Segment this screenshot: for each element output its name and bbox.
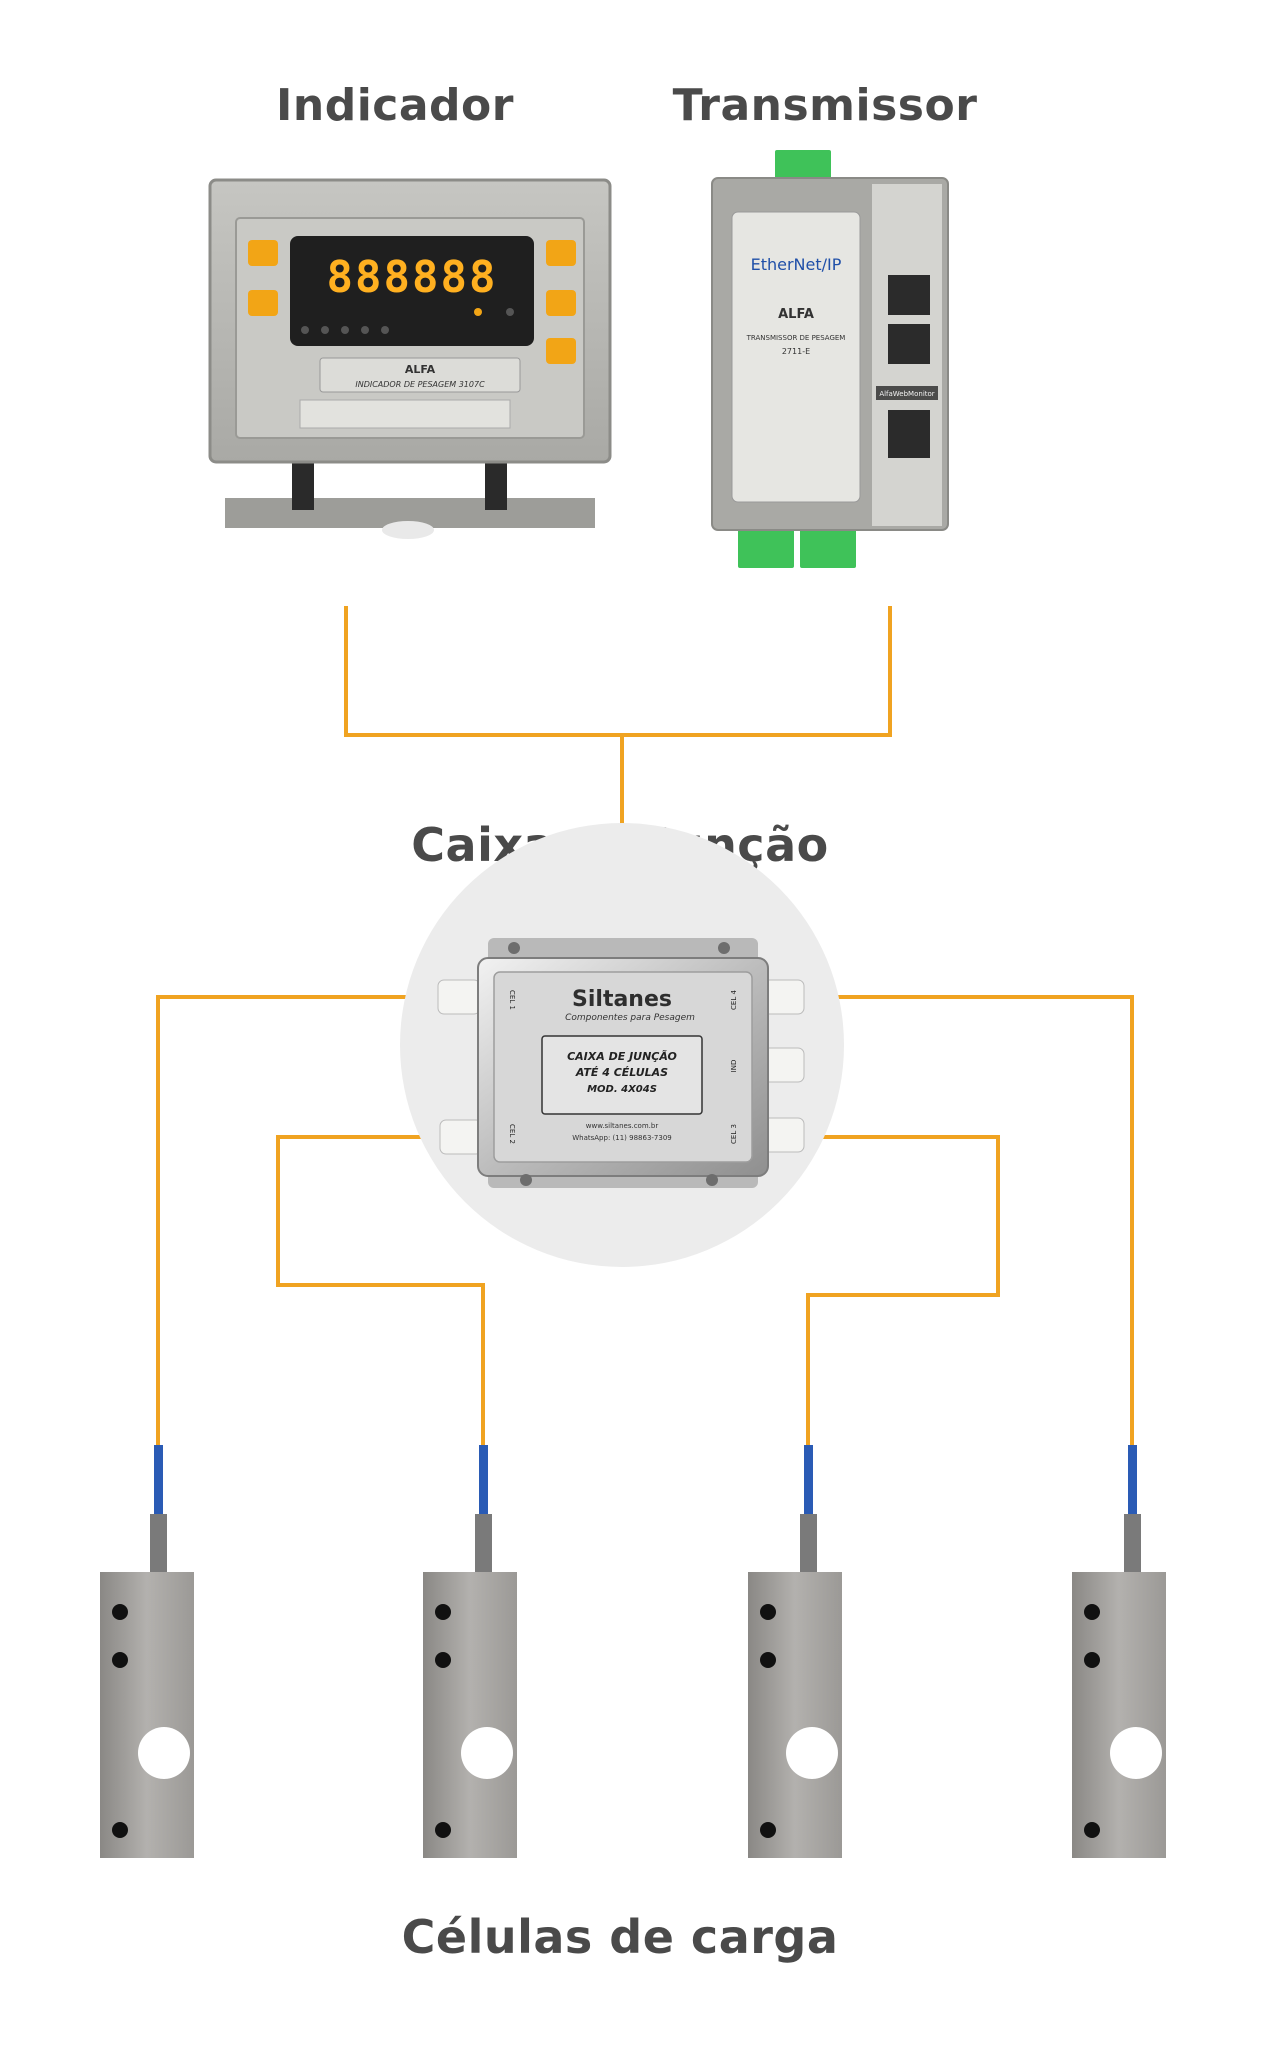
load-cell-4-cable [1128, 1445, 1137, 1515]
junction-box-screw-2 [718, 942, 730, 954]
indicator-stand-leg-left [292, 455, 314, 510]
load-cell-4 [1072, 1445, 1166, 1858]
wire-cell-1 [156, 995, 440, 1445]
junction-box-port-cel1: CEL 1 [508, 990, 516, 1010]
transmitter-ethernet-port-2 [888, 324, 930, 364]
transmitter-ethernet-port-1 [888, 275, 930, 315]
transmitter-ethernet-port-3 [888, 410, 930, 458]
transmitter-terminal-bottom-left [738, 528, 794, 568]
indicator-model-line: INDICADOR DE PESAGEM 3107C [355, 380, 485, 389]
load-cell-3-hole-mid [760, 1652, 776, 1668]
transmitter-brand: ALFA [778, 307, 814, 322]
load-cell-1-hole-top [112, 1604, 128, 1620]
junction-box-port-cel3: CEL 3 [730, 1124, 738, 1144]
junction-box-screw-4 [706, 1174, 718, 1186]
transmitter-monitor-label-text: AlfaWebMonitor [879, 390, 934, 398]
indicator-display-frame [290, 236, 534, 346]
transmitter-front-label [731, 211, 861, 503]
junction-box: Siltanes Componentes para Pesagem CAIXA … [400, 823, 844, 1267]
transmitter-protocol: EtherNet/IP [751, 255, 842, 274]
wire-indicator [344, 606, 622, 737]
load-cell-3 [748, 1445, 842, 1858]
load-cell-1-connector [150, 1514, 167, 1572]
load-cell-3-cable [804, 1445, 813, 1515]
load-cell-3-body [748, 1572, 842, 1858]
indicator-key-zero [546, 338, 576, 364]
transmitter-model: 2711-E [782, 347, 810, 356]
junction-box-brand: Siltanes [572, 987, 672, 1012]
indicator-brand: ALFA [405, 363, 436, 376]
load-cell-3-connector [800, 1514, 817, 1572]
load-cell-1-bore [138, 1727, 190, 1779]
load-cell-4-hole-mid [1084, 1652, 1100, 1668]
load-cell-1-body [100, 1572, 194, 1858]
junction-box-port-cel2: CEL 2 [508, 1124, 516, 1144]
load-cell-1-hole-mid [112, 1652, 128, 1668]
load-cell-1-cable [154, 1445, 163, 1515]
load-cell-2-connector [475, 1514, 492, 1572]
wire-cell-2 [276, 1135, 485, 1445]
indicator-stand-leg-right [485, 455, 507, 510]
load-cell-2-hole-top [435, 1604, 451, 1620]
load-cell-3-bore [786, 1727, 838, 1779]
junction-box-gland-left-2 [439, 1119, 483, 1155]
indicator-display-digits: 888888 [327, 252, 498, 303]
wires [156, 606, 1134, 1445]
junction-box-screw-3 [520, 1174, 532, 1186]
indicator-keys [248, 240, 576, 364]
transmitter-terminal-top [775, 150, 831, 180]
junction-box-tagline: Componentes para Pesagem [565, 1013, 695, 1023]
transmitter-monitor-band [876, 386, 938, 400]
title-celulas-de-carga: Células de carga [401, 1910, 839, 1964]
junction-box-phone: WhatsApp: (11) 98863-7309 [572, 1134, 672, 1142]
load-cell-3-hole-top [760, 1604, 776, 1620]
junction-box-port-ind: IND [730, 1060, 738, 1073]
load-cell-4-connector [1124, 1514, 1141, 1572]
junction-box-screw-1 [508, 942, 520, 954]
indicator-key-tara [546, 290, 576, 316]
load-cell-2-hole-bottom [435, 1822, 451, 1838]
indicator-key-config [248, 240, 278, 266]
junction-box-label-line2: ATÉ 4 CÉLULAS [575, 1066, 668, 1079]
load-cell-2-bore [461, 1727, 513, 1779]
title-indicador: Indicador [276, 80, 514, 131]
indicator-device: 888888 ALFA INDICADOR DE PESAGEM 3107C [208, 178, 612, 539]
load-cells [100, 1445, 1166, 1858]
load-cell-2-cable [479, 1445, 488, 1515]
junction-box-label-line3: MOD. 4X04S [587, 1084, 657, 1095]
transmitter-terminal-bottom-right [800, 528, 856, 568]
wire-transmitter [622, 606, 892, 737]
junction-box-website: www.siltanes.com.br [586, 1122, 659, 1130]
indicator-key-bruto [546, 240, 576, 266]
indicator-key-shift [248, 290, 278, 316]
load-cell-2 [423, 1445, 517, 1858]
load-cell-4-body [1072, 1572, 1166, 1858]
load-cell-1 [100, 1445, 194, 1858]
wire-cell-3 [790, 1135, 1000, 1445]
junction-box-gland-left-1 [437, 979, 481, 1015]
indicator-status-leds [301, 308, 514, 334]
wire-cell-4 [795, 995, 1134, 1445]
transmitter-device: EtherNet/IP ALFA TRANSMISSOR DE PESAGEM … [711, 150, 949, 568]
title-transmissor: Transmissor [672, 80, 978, 131]
indicator-spec-sticker [299, 399, 511, 429]
junction-box-label-line1: CAIXA DE JUNÇÃO [567, 1050, 677, 1063]
indicator-stand-hole [382, 521, 434, 539]
load-cell-2-hole-mid [435, 1652, 451, 1668]
junction-box-port-cel4: CEL 4 [730, 990, 738, 1010]
load-cell-4-bore [1110, 1727, 1162, 1779]
load-cell-3-hole-bottom [760, 1822, 776, 1838]
load-cell-4-hole-bottom [1084, 1822, 1100, 1838]
junction-box-label-frame [541, 1035, 703, 1115]
load-cell-4-hole-top [1084, 1604, 1100, 1620]
transmitter-product-line: TRANSMISSOR DE PESAGEM [746, 334, 846, 342]
indicator-label-plate [319, 357, 521, 393]
load-cell-1-hole-bottom [112, 1822, 128, 1838]
load-cell-2-body [423, 1572, 517, 1858]
